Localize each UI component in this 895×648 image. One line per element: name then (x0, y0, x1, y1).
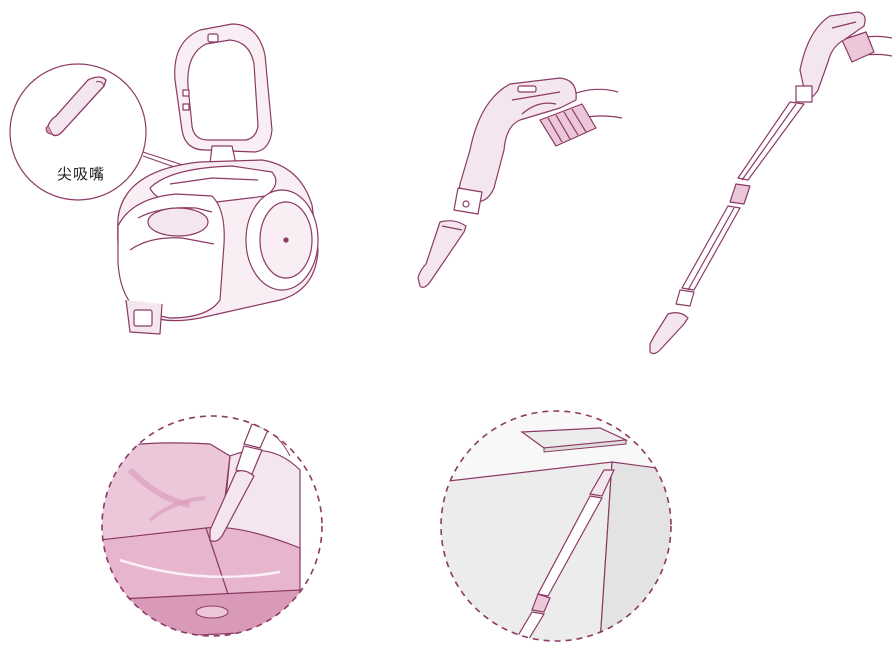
corner-detail-icon (440, 410, 672, 642)
crevice-nozzle-icon (45, 76, 107, 137)
callout-label: 尖吸嘴 (56, 165, 105, 183)
handle-pipe-nozzle-icon (649, 11, 893, 355)
callout-group (9, 63, 201, 201)
corner-detail-dashed-circle (440, 410, 672, 642)
hose-segment (539, 103, 597, 147)
sofa-detail-icon (101, 415, 323, 637)
canister-vacuum-icon (117, 23, 319, 335)
callout-circle (9, 63, 147, 201)
handle-nozzle-icon (417, 77, 623, 288)
sofa-detail-dashed-circle (101, 415, 323, 637)
